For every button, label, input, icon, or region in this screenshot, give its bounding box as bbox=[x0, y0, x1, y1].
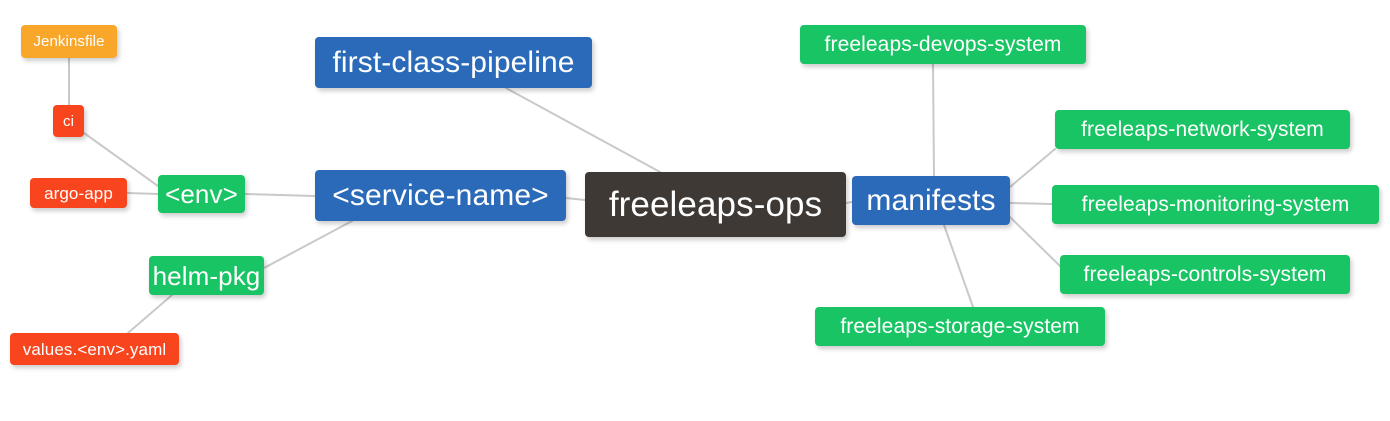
node-label-freeleaps-network-system: freeleaps-network-system bbox=[1081, 118, 1324, 141]
node-label-jenkinsfile: Jenkinsfile bbox=[33, 33, 105, 50]
node-freeleaps-controls-system[interactable]: freeleaps-controls-system bbox=[1060, 255, 1350, 294]
edge-manifests-to-freeleaps-controls-system bbox=[1009, 216, 1061, 267]
node-freeleaps-storage-system[interactable]: freeleaps-storage-system bbox=[815, 307, 1105, 346]
node-freeleaps-devops-system[interactable]: freeleaps-devops-system bbox=[800, 25, 1086, 64]
edge-manifests-to-freeleaps-storage-system bbox=[943, 224, 974, 308]
node-label-freeleaps-devops-system: freeleaps-devops-system bbox=[824, 33, 1062, 56]
node-manifests[interactable]: manifests bbox=[852, 176, 1010, 225]
node-label-freeleaps-storage-system: freeleaps-storage-system bbox=[840, 315, 1080, 338]
edge-manifests-to-freeleaps-monitoring-system bbox=[1009, 202, 1053, 205]
edge-manifests-to-freeleaps-network-system bbox=[1009, 148, 1056, 188]
node-label-values-yaml: values.<env>.yaml bbox=[22, 339, 167, 359]
node-jenkinsfile[interactable]: Jenkinsfile bbox=[21, 25, 117, 58]
node-label-freeleaps-controls-system: freeleaps-controls-system bbox=[1083, 263, 1327, 286]
node-label-manifests: manifests bbox=[866, 183, 996, 217]
node-label-argo-app: argo-app bbox=[44, 183, 113, 203]
edge-manifests-to-freeleaps-devops-system bbox=[932, 63, 935, 177]
node-label-ci: ci bbox=[62, 112, 75, 130]
node-label-first-class-pipeline: first-class-pipeline bbox=[332, 45, 575, 79]
edge-argo-app-to-env bbox=[126, 192, 159, 195]
node-freeleaps-ops[interactable]: freeleaps-ops bbox=[585, 172, 846, 237]
node-helm-pkg[interactable]: helm-pkg bbox=[149, 256, 264, 295]
node-env[interactable]: <env> bbox=[158, 175, 245, 213]
node-freeleaps-network-system[interactable]: freeleaps-network-system bbox=[1055, 110, 1350, 149]
node-label-freeleaps-ops: freeleaps-ops bbox=[608, 185, 823, 224]
node-freeleaps-monitoring-system[interactable]: freeleaps-monitoring-system bbox=[1052, 185, 1379, 224]
edge-service-name-to-helm-pkg bbox=[263, 220, 353, 269]
node-first-class-pipeline[interactable]: first-class-pipeline bbox=[315, 37, 592, 88]
node-argo-app[interactable]: argo-app bbox=[30, 178, 127, 208]
node-label-service-name: <service-name> bbox=[332, 178, 549, 212]
edge-first-class-pipeline-to-freeleaps-ops bbox=[505, 87, 661, 173]
edge-service-name-to-freeleaps-ops bbox=[565, 197, 586, 201]
edge-helm-pkg-to-values-yaml bbox=[127, 294, 173, 334]
edge-env-to-service-name bbox=[244, 193, 316, 197]
node-values-yaml[interactable]: values.<env>.yaml bbox=[10, 333, 179, 365]
node-ci[interactable]: ci bbox=[53, 105, 84, 137]
node-label-env: <env> bbox=[165, 179, 238, 209]
node-service-name[interactable]: <service-name> bbox=[315, 170, 566, 221]
node-label-freeleaps-monitoring-system: freeleaps-monitoring-system bbox=[1081, 193, 1350, 216]
node-label-helm-pkg: helm-pkg bbox=[152, 260, 261, 291]
